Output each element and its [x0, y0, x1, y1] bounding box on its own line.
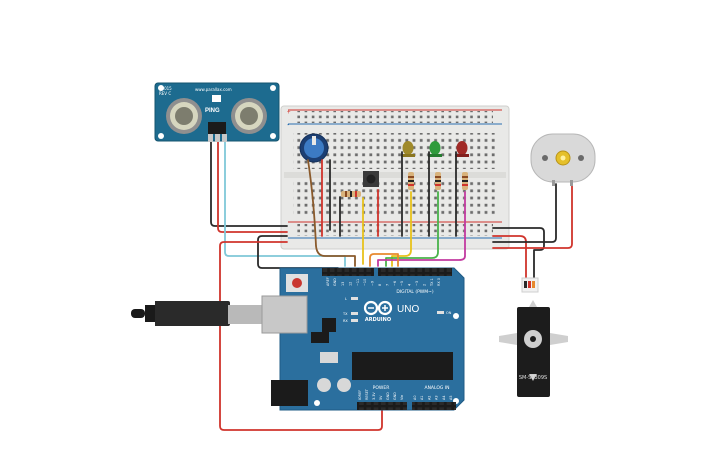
pin-label: GND: [386, 392, 390, 400]
atmega-chip: [352, 352, 453, 380]
usb-socket: [261, 295, 308, 334]
wire-led-red: [377, 191, 466, 267]
pin-label: ~10: [363, 279, 367, 286]
usb-cable: [131, 301, 262, 326]
pin-label: 7: [385, 284, 389, 286]
power-label: POWER: [373, 385, 390, 391]
pin-label: TX 1: [430, 278, 434, 287]
tx-led-label: TX: [342, 312, 348, 316]
on-led-label: ON: [446, 311, 452, 315]
transducer-left: [166, 98, 202, 134]
wire-led-green: [385, 191, 439, 267]
dc-motor[interactable]: [530, 133, 596, 186]
pin-label: A0: [413, 396, 417, 400]
l-led-label: L: [345, 297, 347, 301]
wires: [210, 139, 573, 431]
sensor-model: 28015: [159, 86, 172, 91]
sensor-header: [208, 134, 227, 142]
rail-plus-label: +: [287, 110, 291, 116]
wire-servo-gnd: [492, 227, 545, 281]
pin-label: A4: [442, 396, 446, 400]
rx-led-label: RX: [343, 319, 348, 323]
wire-orange: [369, 253, 399, 267]
pushbutton[interactable]: [363, 171, 379, 187]
sensor-brand: www.parallax.com: [195, 87, 232, 92]
resistor-led-yellow: [408, 172, 414, 190]
power-jack: [271, 380, 308, 406]
pin-label: 4: [408, 284, 412, 286]
led-green: [428, 141, 442, 157]
wire-motor-b: [492, 183, 573, 249]
servo[interactable]: SM-S2309S: [499, 277, 568, 397]
arduino-uno[interactable]: DIGITAL (PWM~) L TX RX ON ARDUINO UNO PO…: [261, 267, 465, 411]
arduino-logo-icon: [363, 300, 393, 316]
wire-sensor-5v: [217, 139, 288, 233]
transducer-right: [231, 98, 267, 134]
pin-label: ~5: [400, 281, 404, 286]
pin-label: A2: [427, 396, 431, 400]
pin-label: RESET: [365, 388, 369, 400]
pin-label: RX 0: [437, 278, 441, 286]
ping-sensor[interactable]: 28015 REV C www.parallax.com PING: [154, 82, 280, 142]
pin-label: GND: [393, 392, 397, 400]
pin-label: ~3: [415, 281, 419, 286]
wire-gnd-rail: [257, 235, 339, 269]
wire-led-yellow: [391, 191, 412, 267]
pin-label: ~6: [393, 281, 397, 286]
wire-5v-rail: [219, 241, 383, 431]
pin-label: IOREF: [358, 390, 362, 400]
wire-pot-signal: [307, 159, 356, 267]
pin-label: A5: [449, 396, 453, 400]
pin-label: AREF: [326, 277, 330, 286]
pin-label: 12: [348, 282, 352, 286]
resistor-led-green: [435, 172, 441, 190]
pin-label: GND: [333, 278, 337, 286]
rail-minus-label: -: [287, 122, 290, 129]
sensor-name: PING: [205, 108, 220, 114]
resistor-button: [341, 191, 361, 197]
pin-label: 8: [378, 284, 382, 286]
pin-label: ~11: [356, 279, 360, 286]
pin-label: 13: [341, 282, 345, 286]
pin-label: 5V: [379, 395, 383, 400]
pin-label: A1: [420, 396, 424, 400]
servo-label: SM-S2309S: [519, 375, 547, 381]
breadboard[interactable]: + -: [280, 105, 510, 250]
led-red: [455, 141, 469, 157]
pin-label: ~9: [371, 281, 375, 286]
analog-label: ANALOG IN: [424, 385, 449, 391]
pin-label: A3: [435, 396, 439, 400]
pin-label: 3.3V: [372, 392, 376, 400]
potentiometer[interactable]: [299, 133, 329, 163]
wire-motor-a: [492, 183, 557, 243]
digital-label: DIGITAL (PWM~): [396, 289, 434, 295]
sensor-led-icon: [212, 95, 221, 102]
sensor-rev: REV C: [159, 91, 171, 96]
resistor-led-red: [462, 172, 468, 190]
pin-label: 2: [422, 284, 426, 286]
wire-sensor-gnd: [210, 139, 288, 227]
arduino-logo-text: ARDUINO: [365, 317, 391, 323]
wire-sensor-sig: [224, 139, 346, 267]
model-label: UNO: [397, 304, 419, 315]
led-yellow: [401, 141, 415, 157]
reset-button[interactable]: [292, 278, 302, 288]
pin-label: Vin: [400, 395, 404, 400]
